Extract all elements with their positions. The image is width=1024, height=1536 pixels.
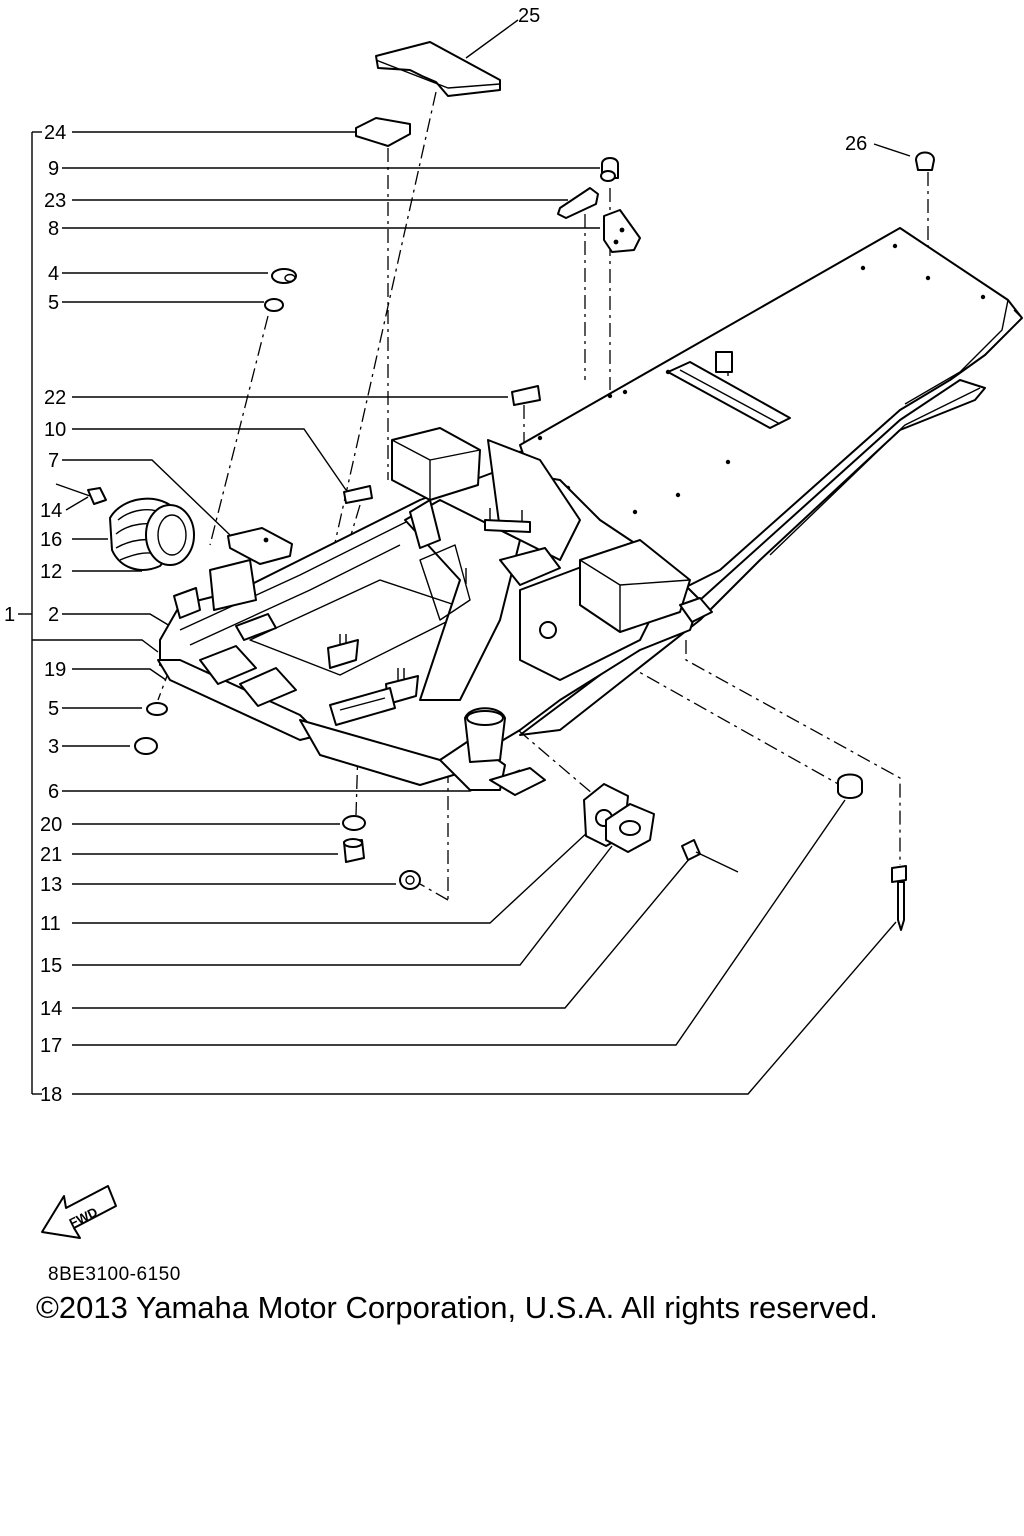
- callout-14b: 14: [40, 998, 62, 1020]
- callout-18: 18: [40, 1084, 62, 1106]
- callout-8: 8: [48, 218, 59, 240]
- main-frame: [157, 427, 713, 796]
- callout-5a: 5: [48, 292, 59, 314]
- callout-9: 9: [48, 158, 59, 180]
- callout-10: 10: [44, 419, 66, 441]
- part-4-washer: [271, 268, 297, 284]
- part-14-bolt-upper: [87, 487, 107, 505]
- part-12-ring: [145, 504, 195, 566]
- callout-labels: 1 24 9 23 8 4 5 22 10 7 14 16 12 2 19 5 …: [4, 5, 867, 1106]
- leader-lines: [32, 19, 911, 1095]
- callout-6: 6: [48, 781, 59, 803]
- callout-20: 20: [40, 814, 62, 836]
- part-3-nut: [134, 737, 158, 755]
- part-10-block: [343, 485, 373, 504]
- part-22-block: [511, 385, 541, 406]
- callout-22: 22: [44, 387, 66, 409]
- fwd-arrow-icon: FWD: [41, 1185, 117, 1239]
- callout-15: 15: [40, 955, 62, 977]
- part-13-washer: [399, 870, 421, 890]
- loose-parts: [55, 41, 935, 931]
- callout-bracket: [18, 131, 42, 1095]
- part-5-washer-upper: [264, 298, 284, 312]
- callout-3: 3: [48, 736, 59, 758]
- part-26-cap: [915, 151, 935, 171]
- part-17-cap: [837, 773, 863, 799]
- callout-2: 2: [48, 604, 59, 626]
- reference-code: 8BE3100-6150: [48, 1264, 181, 1285]
- part-25-plate: [375, 41, 501, 97]
- callout-21: 21: [40, 844, 62, 866]
- callout-4: 4: [48, 263, 59, 285]
- callout-26: 26: [845, 133, 867, 155]
- part-14-bolt-lower: [681, 839, 701, 861]
- callout-7: 7: [48, 450, 59, 472]
- part-24-pad: [355, 117, 411, 147]
- callout-11: 11: [40, 913, 61, 935]
- callout-25: 25: [518, 5, 540, 27]
- callout-23: 23: [44, 190, 66, 212]
- callout-5b: 5: [48, 698, 59, 720]
- callout-13: 13: [40, 874, 62, 896]
- callout-12: 12: [40, 561, 62, 583]
- callout-24: 24: [44, 122, 66, 144]
- callout-16: 16: [40, 529, 62, 551]
- callout-1: 1: [4, 604, 15, 626]
- part-5-washer-lower: [146, 702, 168, 716]
- part-20-nut: [342, 815, 366, 831]
- callout-14a: 14: [40, 500, 62, 522]
- part-7-plate: [227, 527, 293, 565]
- callout-17: 17: [40, 1035, 62, 1057]
- part-18-rivet: [891, 865, 907, 883]
- copyright-notice: ©2013 Yamaha Motor Corporation, U.S.A. A…: [36, 1290, 878, 1325]
- callout-19: 19: [44, 659, 66, 681]
- part-23-block: [557, 187, 599, 219]
